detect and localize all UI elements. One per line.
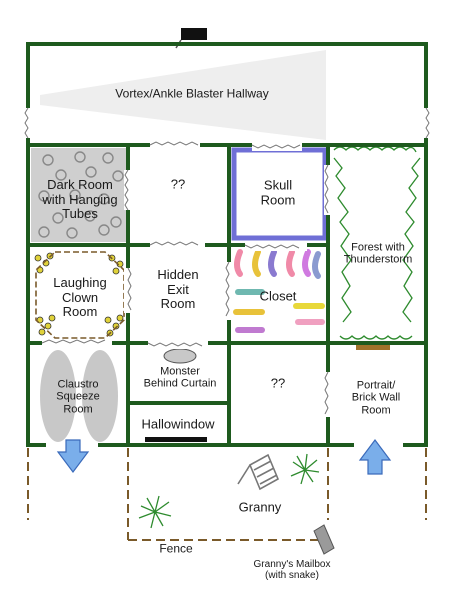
claustro-line-2: Squeeze bbox=[56, 390, 100, 403]
hallowindow-label: Hallowindow bbox=[141, 416, 215, 432]
window-icon bbox=[145, 437, 207, 442]
clown-room-octagon bbox=[35, 251, 125, 339]
mailbox-line-1: Granny's Mailbox bbox=[253, 558, 331, 570]
forest-label: Forest with Thunderstorm bbox=[344, 242, 412, 267]
fence-label: Fence bbox=[159, 541, 193, 556]
portrait-room-label: Portrait/ Brick Wall Room bbox=[352, 380, 400, 417]
claustro-line-3: Room bbox=[63, 403, 93, 416]
hidden-exit-room-label: Hidden Exit Room bbox=[157, 268, 198, 312]
clown-room-line-3: Room bbox=[62, 304, 98, 320]
dark-room-fill bbox=[31, 148, 127, 242]
granny-label: Granny bbox=[238, 499, 282, 515]
clown-room-line-1: Laughing bbox=[53, 275, 107, 291]
mailbox-icon bbox=[313, 524, 335, 555]
skull-room-line-1: Skull bbox=[263, 177, 293, 193]
clown-room-label: Laughing Clown Room bbox=[53, 276, 107, 320]
squeeze-blob-left bbox=[40, 350, 76, 442]
fence bbox=[27, 448, 427, 541]
roof-vent bbox=[181, 28, 207, 40]
hidden-exit-line-2: Exit bbox=[167, 281, 189, 297]
hallway-label: Vortex/Ankle Blaster Hallway bbox=[115, 86, 269, 101]
portrait-line-2: Brick Wall bbox=[351, 391, 401, 404]
dark-room-line-1: Dark Room bbox=[47, 177, 113, 193]
skull-room-label: Skull Room bbox=[261, 178, 296, 207]
exit-arrow-icon bbox=[56, 439, 90, 473]
mailbox-line-2: (with snake) bbox=[265, 570, 319, 581]
monster-line-1: Monster bbox=[160, 365, 200, 378]
hidden-exit-line-1: Hidden bbox=[157, 267, 199, 283]
clown-room-line-2: Clown bbox=[61, 289, 99, 305]
unknown-room-bottom-label: ?? bbox=[270, 375, 286, 391]
dark-room-line-3: Tubes bbox=[62, 206, 98, 222]
portrait-line-3: Room bbox=[361, 404, 391, 417]
closet-label: Closet bbox=[259, 288, 297, 304]
portrait-line-1: Portrait/ bbox=[356, 379, 396, 392]
hidden-exit-line-3: Room bbox=[160, 296, 196, 312]
claustro-line-1: Claustro bbox=[57, 378, 99, 391]
chair-icon bbox=[237, 453, 280, 491]
hanging-tubes bbox=[38, 151, 124, 239]
plant-icon bbox=[138, 453, 320, 529]
hallway-beam bbox=[40, 50, 326, 140]
entrance-arrow-icon bbox=[358, 439, 392, 475]
forest-line-2: Thunderstorm bbox=[343, 254, 413, 266]
portrait-bar bbox=[356, 345, 390, 350]
forest-line-1: Forest with bbox=[351, 241, 405, 254]
wall-openings bbox=[24, 107, 430, 417]
clown-lights bbox=[34, 252, 124, 337]
closet-items bbox=[233, 249, 325, 333]
skull-room-line-2: Room bbox=[260, 192, 296, 207]
unknown-room-top-label: ?? bbox=[170, 176, 186, 192]
dark-room-line-2: with Hanging bbox=[42, 191, 118, 207]
squeeze-blob-right bbox=[82, 350, 118, 442]
monster-room-label: Monster Behind Curtain bbox=[144, 366, 217, 391]
dark-room-label: Dark Room with Hanging Tubes bbox=[42, 178, 117, 222]
mailbox-label: Granny's Mailbox (with snake) bbox=[254, 559, 331, 581]
claustro-room-label: Claustro Squeeze Room bbox=[56, 379, 99, 416]
monster-line-2: Behind Curtain bbox=[143, 378, 217, 390]
